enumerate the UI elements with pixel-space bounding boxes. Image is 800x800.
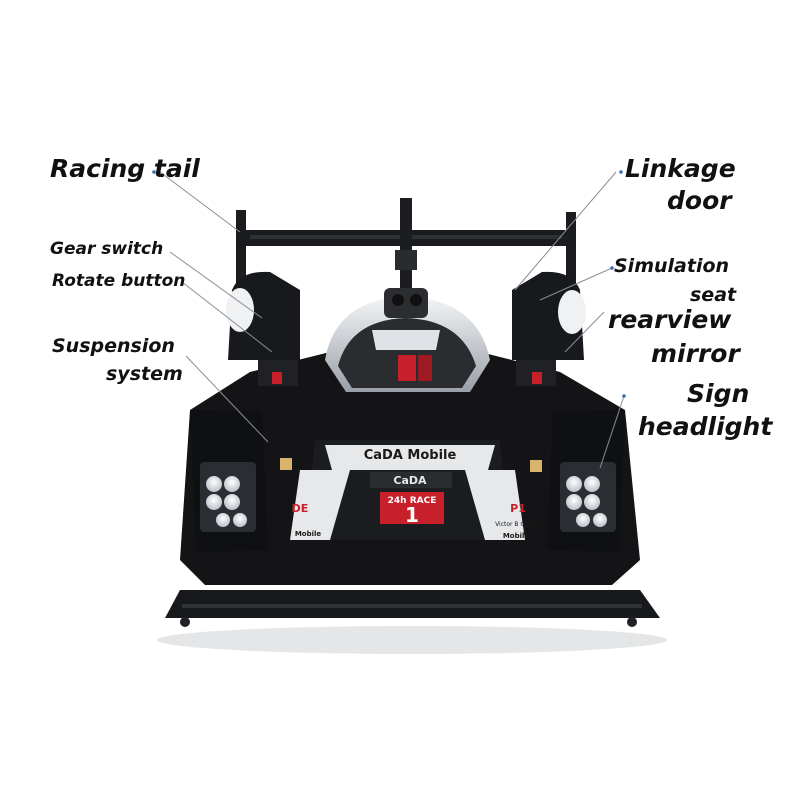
decal-number: 1 [405, 503, 419, 527]
label-mirror: mirror [651, 339, 740, 368]
rear-fenders [226, 271, 586, 360]
label-gear-switch: Gear switch [50, 239, 164, 259]
nose-panel [290, 440, 525, 540]
rear-wing [236, 198, 576, 288]
label-rearview: rearview [608, 305, 732, 334]
decal-right-tag: P1 [510, 502, 526, 515]
label-sign: Sign [687, 379, 750, 408]
label-seat: seat [690, 284, 737, 306]
cockpit [325, 288, 490, 392]
side-pods [258, 360, 556, 386]
label-suspension: Suspension [52, 335, 175, 357]
decal-brand: CaDA [393, 474, 427, 487]
label-system: system [106, 363, 183, 385]
label-rotate-button: Rotate button [52, 271, 186, 291]
ground-shadow [157, 626, 667, 654]
label-headlight: headlight [638, 412, 773, 441]
front-splitter [165, 590, 660, 627]
label-racing-tail: Racing tail [50, 154, 200, 183]
decal-side-sponsor-right: Mobile [503, 532, 530, 540]
decal-side-sponsor-left: Mobile [295, 530, 322, 538]
headlights [190, 410, 625, 552]
label-simulation: Simulation [614, 255, 730, 277]
decal-side-brand: Victor B CaDA [495, 521, 538, 528]
leader-dots [152, 170, 626, 398]
decal-left-tag: DE [292, 502, 309, 515]
leader-lines [159, 171, 625, 469]
decal-sponsor: CaDA Mobile [364, 448, 457, 463]
decal-race: 24h RACE [388, 496, 437, 506]
label-linkage: Linkage [625, 154, 736, 183]
label-door: door [667, 186, 732, 215]
